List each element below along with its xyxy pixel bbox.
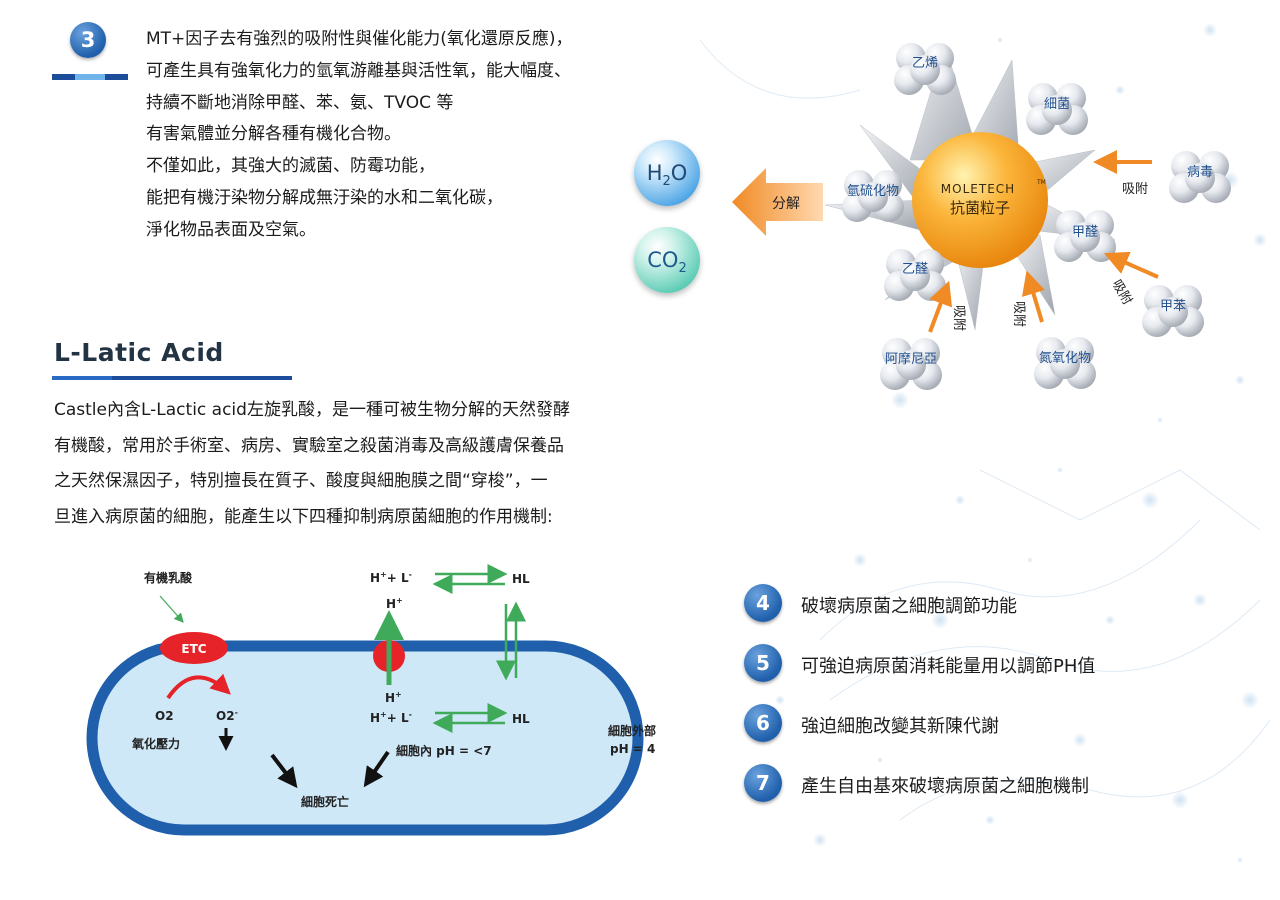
mechanism-number-badge: 5: [744, 644, 782, 682]
list-item: 6 強迫細胞改變其新陳代謝: [744, 704, 1244, 744]
section-3-line: 有害氣體並分解各種有機化合物。: [146, 124, 401, 145]
etc-label: ETC: [181, 642, 206, 656]
node-label-acetaldehyde: 乙醛: [902, 261, 928, 277]
lactic-line: 之天然保濕因子，特別擅長在質子、酸度與細胞膜之間“穿梭”，一: [54, 471, 548, 491]
node-label-toluene: 甲苯: [1160, 299, 1186, 314]
lactic-acid-heading: L-Latic Acid: [54, 338, 224, 367]
section-3-line: 能把有機汙染物分解成無汙染的水和二氧化碳，: [146, 187, 503, 208]
lactic-line: Castle內含L-Lactic acid左旋乳酸，是一種可被生物分解的天然發酵: [54, 400, 570, 420]
molecule-ball: [858, 182, 888, 212]
decompose-arrow-icon: [732, 168, 823, 236]
lactic-line: 有機酸，常用於手術室、病房、實驗室之殺菌消毒及高級護膚保養品: [54, 435, 564, 456]
step-3-divider: [52, 74, 128, 80]
hl-top: HL: [512, 572, 530, 586]
mechanism-number-badge: 6: [744, 704, 782, 742]
moletech-tm: TM: [1036, 179, 1046, 186]
h2o-molecule-icon: H2O: [634, 140, 700, 206]
cell-mechanism-diagram: ETC 有機乳酸 H++ L- H+ HL H+ H++ L- HL 細胞內 p…: [86, 564, 656, 836]
inside-ph-label: 細胞內 pH = <7: [396, 743, 492, 758]
mechanism-text: 產生自由基來破壞病原菌之細胞機制: [801, 776, 1089, 797]
death-arrow-icon: [270, 753, 298, 789]
outside-ph-label: pH = 4: [610, 742, 655, 756]
section-3-line: 可產生具有強氧化力的氫氧游離基與活性氧，能大幅度、: [146, 60, 571, 81]
organic-lactic-label: 有機乳酸: [144, 570, 193, 585]
mechanism-text: 破壞病原菌之細胞調節功能: [801, 596, 1017, 617]
o2-label: O2: [155, 709, 174, 723]
adsorb-arrow-icon: [928, 280, 953, 333]
etc-protein: [160, 632, 228, 664]
molecule-ball: [900, 261, 930, 291]
molecule-ball: [1042, 95, 1072, 125]
section-3-line: 持續不斷地消除甲醛、苯、氨、TVOC 等: [146, 92, 454, 113]
mechanism-text: 強迫細胞改變其新陳代謝: [801, 716, 999, 737]
oxidative-stress-label: 氧化壓力: [131, 736, 180, 751]
lactic-arrow-icon: [159, 595, 184, 623]
moletech-core: [912, 132, 1048, 268]
node-label-ammonia: 阿摩尼亞: [885, 351, 937, 367]
adsorb-arrow-icon: [1104, 251, 1159, 279]
moletech-diagram: MOLETECH TM 抗菌粒子 乙烯 細菌 病毒 氫硫化物 甲醛 乙醛 甲苯 …: [732, 43, 1231, 390]
section-3-paragraph: MT+因子去有強烈的吸附性與催化能力(氧化還原反應)， 可產生具有強氧化力的氫氧…: [146, 24, 726, 247]
outside-label: 細胞外部: [608, 723, 656, 738]
mechanism-number-badge: 7: [744, 764, 782, 802]
decompose-label: 分解: [772, 196, 800, 212]
list-item: 4 破壞病原菌之細胞調節功能: [744, 584, 1244, 624]
node-label-virus: 病毒: [1187, 165, 1213, 180]
molecule-ball: [1158, 297, 1188, 327]
mechanism-number-badge: 4: [744, 584, 782, 622]
node-label-sulfide: 氫硫化物: [847, 184, 899, 199]
node-label-ethylene: 乙烯: [912, 56, 938, 71]
adsorb-arrow-icon: [1021, 270, 1045, 323]
lactic-paragraph: Castle內含L-Lactic acid左旋乳酸，是一種可被生物分解的天然發酵…: [54, 393, 754, 535]
mechanism-text: 可強迫病原菌消耗能量用以調節PH值: [801, 656, 1096, 677]
adsorb-label: 吸附: [951, 305, 966, 331]
co2-molecule-icon: CO2: [634, 227, 700, 293]
adsorb-label: 吸附: [1122, 182, 1148, 197]
death-arrow-icon: [363, 750, 390, 788]
hl-inner: HL: [512, 712, 530, 726]
moletech-brand: MOLETECH: [941, 182, 1015, 196]
cell-death-label: 細胞死亡: [301, 794, 349, 809]
section-3-line: 淨化物品表面及空氣。: [146, 219, 316, 240]
node-label-bacteria: 細菌: [1044, 97, 1070, 112]
electron-transfer-arrow-icon: [166, 673, 231, 700]
list-item: 5 可強迫病原菌消耗能量用以調節PH值: [744, 644, 1244, 684]
molecule-ball: [1185, 163, 1215, 193]
lactic-line: 旦進入病原菌的細胞，能產生以下四種抑制病原菌細胞的作用機制:: [54, 506, 553, 527]
adsorb-label: 吸附: [1109, 278, 1135, 308]
lactic-heading-underline: [52, 376, 292, 380]
node-label-formaldehyde: 甲醛: [1072, 224, 1098, 240]
section-3-line: MT+因子去有強烈的吸附性與催化能力(氧化還原反應)，: [146, 29, 573, 49]
adsorb-label: 吸附: [1011, 301, 1026, 327]
top-equation-left: H++ L-: [370, 570, 412, 585]
molecule-ball: [1070, 222, 1100, 252]
h-plus-inner: H+: [385, 690, 402, 705]
list-item: 7 產生自由基來破壞病原菌之細胞機制: [744, 764, 1244, 804]
node-label-nitrogen-oxide: 氮氧化物: [1039, 351, 1091, 366]
superoxide-label: O2-: [216, 708, 238, 723]
moletech-label: 抗菌粒子: [950, 199, 1010, 217]
molecule-ball: [910, 55, 940, 85]
h-plus-top: H+: [386, 596, 403, 611]
section-3-line: 不僅如此，其強大的滅菌、防霉功能，: [146, 156, 435, 177]
step-3-badge: 3: [70, 22, 106, 58]
molecule-ball: [1050, 349, 1080, 379]
inner-equation-left: H++ L-: [370, 710, 412, 725]
molecule-ball: [896, 350, 926, 380]
